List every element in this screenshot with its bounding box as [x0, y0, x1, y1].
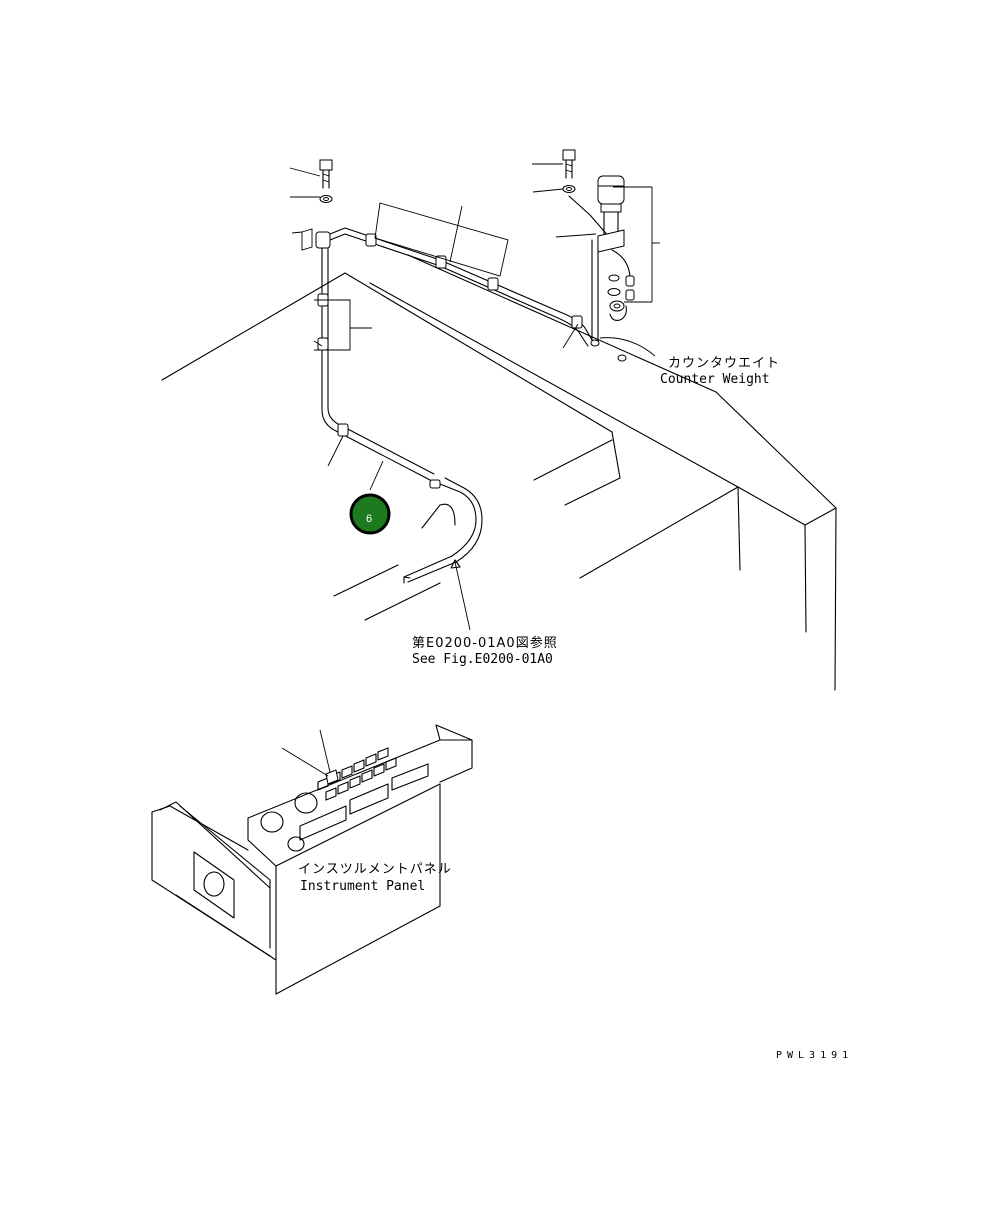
instrument-en-label: Instrument Panel — [300, 879, 425, 894]
instrument-jp-label: インスツルメントパネル — [298, 862, 452, 877]
see-fig-en-label: See Fig.E0200-01A0 — [412, 652, 553, 667]
callout-badge-number: 6 — [366, 513, 372, 525]
counterweight-en-label: Counter Weight — [660, 372, 770, 387]
label-see-figure: 第E0200-01A0図参照 See Fig.E0200-01A0 — [412, 635, 558, 667]
bolt-right — [562, 149, 576, 193]
leader-lines — [289, 163, 660, 631]
bolt-left — [319, 159, 333, 203]
callout-badge[interactable]: 6 — [349, 493, 391, 535]
label-instrument-panel: インスツルメントパネル Instrument Panel — [298, 862, 452, 894]
see-fig-jp-label: 第E0200-01A0図参照 — [412, 635, 558, 651]
counterweight-jp-label: カウンタウエイト — [668, 356, 780, 371]
drawing-code-label: PWL3191 — [776, 1050, 853, 1061]
label-counterweight: カウンタウエイト Counter Weight — [660, 356, 780, 387]
machine-body-outline — [161, 254, 837, 691]
callout-badge-circle[interactable] — [349, 493, 391, 535]
harness-clamps — [315, 231, 583, 489]
lamp-assembly — [568, 175, 635, 362]
instrument-panel — [151, 724, 473, 995]
